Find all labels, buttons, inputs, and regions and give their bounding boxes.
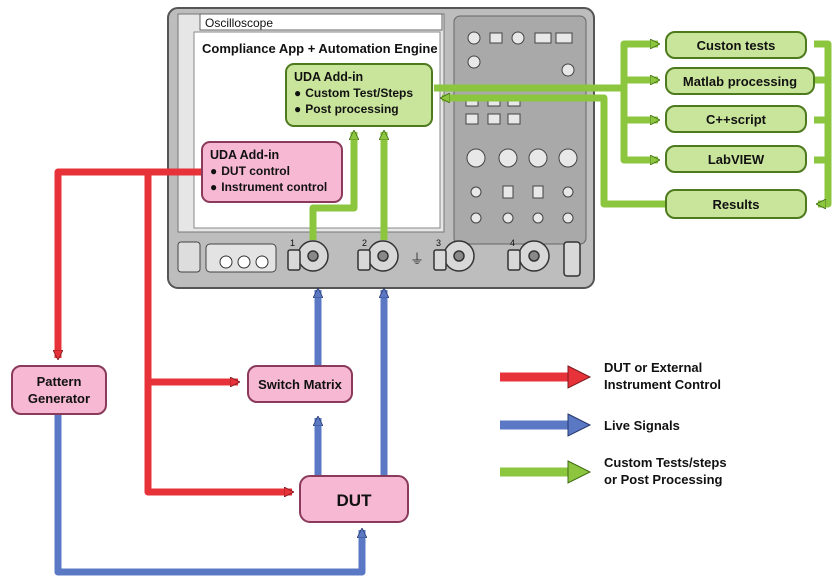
channel-4-label: 4 bbox=[510, 238, 515, 248]
channel-2-label: 2 bbox=[362, 238, 367, 248]
channel-3-label: 3 bbox=[436, 238, 441, 248]
uda-control-bullet-1: ●DUT control bbox=[210, 164, 290, 178]
uda-control-box: UDA Add-in ●DUT control ●Instrument cont… bbox=[201, 141, 343, 203]
uda-control-bullet-2: ●Instrument control bbox=[210, 180, 327, 194]
tool-box-custom-tests: Custon tests bbox=[665, 31, 807, 59]
uda-custom-bullet-1: ●Custom Test/Steps bbox=[294, 86, 413, 100]
ground-icon: ⏚ bbox=[410, 251, 424, 267]
tool-box-cpp: C++script bbox=[665, 105, 807, 133]
legend-custom-line-2: or Post Processing bbox=[604, 472, 723, 487]
channel-connectors bbox=[287, 240, 581, 277]
screen-heading: Compliance App + Automation Engine bbox=[202, 41, 438, 56]
uda-control-title: UDA Add-in bbox=[210, 148, 279, 162]
legend-item-live: Live Signals bbox=[500, 413, 680, 437]
legend-control-line-1: DUT or External bbox=[604, 360, 702, 375]
pattern-generator-line-1: Pattern bbox=[37, 374, 82, 389]
tool-label-cpp: C++script bbox=[706, 112, 767, 127]
tool-boxes: Custon tests Matlab processing C++script… bbox=[665, 31, 815, 219]
tool-label-matlab: Matlab processing bbox=[683, 74, 797, 89]
legend-item-custom: Custom Tests/steps or Post Processing bbox=[500, 455, 727, 487]
legend-item-control: DUT or External Instrument Control bbox=[500, 360, 721, 392]
front-panel-ports bbox=[177, 241, 277, 273]
uda-custom-title: UDA Add-in bbox=[294, 70, 363, 84]
legend-custom-line-1: Custom Tests/steps bbox=[604, 455, 727, 470]
pattern-generator-box: Pattern Generator bbox=[11, 365, 107, 415]
legend: DUT or External Instrument Control Live … bbox=[500, 360, 727, 487]
legend-control-line-2: Instrument Control bbox=[604, 377, 721, 392]
tool-box-labview: LabVIEW bbox=[665, 145, 807, 173]
channel-numbers: 1 2 3 4 bbox=[290, 238, 515, 248]
channel-1-label: 1 bbox=[290, 238, 295, 248]
switch-matrix-label: Switch Matrix bbox=[258, 377, 343, 392]
custom-test-arrows bbox=[309, 44, 832, 240]
tool-box-matlab: Matlab processing bbox=[665, 67, 815, 95]
tool-label-labview: LabVIEW bbox=[708, 152, 765, 167]
dut-label: DUT bbox=[337, 491, 373, 510]
tool-box-results: Results bbox=[665, 189, 807, 219]
live-signal-arrows bbox=[54, 290, 384, 576]
dut-box: DUT bbox=[299, 475, 409, 523]
tool-label-results: Results bbox=[713, 197, 760, 212]
oscilloscope-title: Oscilloscope bbox=[205, 16, 273, 30]
control-arrows bbox=[58, 168, 292, 492]
switch-matrix-box: Switch Matrix bbox=[247, 365, 353, 403]
uda-custom-bullet-2: ●Post processing bbox=[294, 102, 399, 116]
legend-live-line-1: Live Signals bbox=[604, 418, 680, 433]
pattern-generator-line-2: Generator bbox=[28, 391, 90, 406]
uda-custom-box: UDA Add-in ●Custom Test/Steps ●Post proc… bbox=[285, 63, 433, 127]
tool-label-custom-tests: Custon tests bbox=[697, 38, 776, 53]
